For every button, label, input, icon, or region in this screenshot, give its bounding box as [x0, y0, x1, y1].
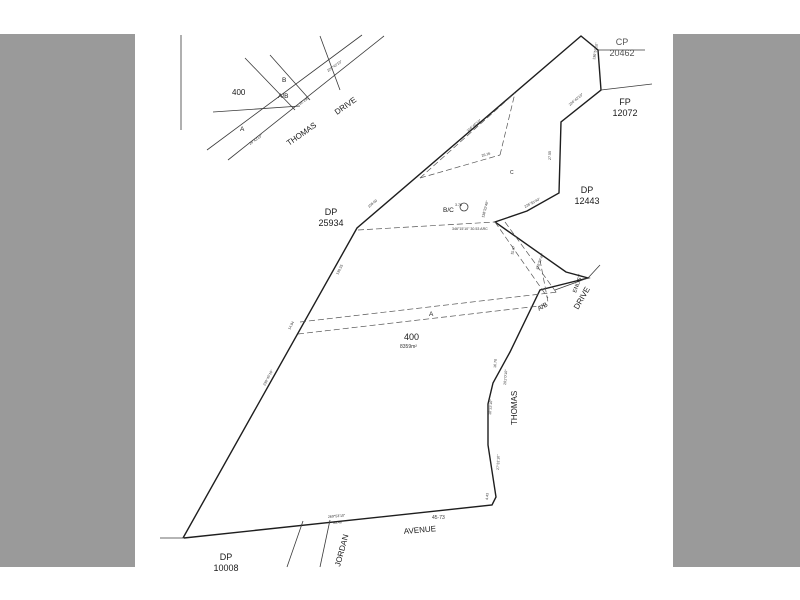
parcel-cp20462-number: 20462 — [609, 48, 634, 58]
parcel-fp12072-number: 12072 — [612, 108, 637, 118]
parcel-dp25934: DP 25934 — [318, 207, 343, 228]
bearing-e-2: 226°53'40" — [524, 197, 542, 209]
survey-mark-circle — [459, 202, 469, 212]
upper-lot-number: 400 — [232, 88, 246, 97]
parcel-dp12443-number: 12443 — [574, 196, 599, 206]
easement-ab-diag-2 — [504, 221, 557, 293]
bearing-thomas-3: 18°22'10" — [488, 399, 493, 415]
jordan-road-edge-1 — [286, 520, 304, 568]
top-margin — [0, 0, 800, 34]
easement-c-label: C — [510, 170, 514, 176]
bearing-thomas-4: 27°31'10" — [496, 454, 501, 470]
upper-easement-b: B — [282, 77, 286, 84]
easement-a-label: A — [429, 311, 434, 318]
right-gray-panel — [673, 34, 800, 567]
bearing-avenue-1: 269°53'10" — [328, 513, 346, 519]
bearing-west-3: 14.94 — [287, 321, 295, 331]
parcel-dp10008-prefix: DP — [220, 552, 233, 562]
road-jordan-label: JORDAN — [333, 533, 350, 567]
inset-easement-line-2 — [269, 54, 311, 101]
bearing-thomas-1: 16.78 — [493, 359, 498, 368]
jordan-road-edge-2 — [319, 519, 331, 568]
bearing-bc-1: 346°15'10" 30.53 ARC — [452, 227, 488, 231]
parcel-dp10008: DP 10008 — [213, 552, 238, 573]
bearing-north-1: 316°45'10" — [466, 118, 482, 133]
easement-c-right — [499, 92, 516, 156]
bearing-c-1: 26.16 — [481, 151, 491, 158]
parcel-fp12072: FP 12072 — [612, 97, 637, 118]
road-avenue-label: AVENUE — [403, 524, 436, 536]
bearing-bc-2: 138°32'40" — [481, 200, 490, 219]
main-lot-number: 400 — [404, 332, 419, 342]
parcel-fp12072-prefix: FP — [619, 97, 631, 107]
easement-a-bottom — [297, 304, 549, 335]
bearing-thomas-2: 201°0'10" — [503, 369, 508, 385]
bearing-north-2: 158.00 — [367, 199, 378, 209]
inset-side-line — [319, 35, 341, 91]
parcel-dp25934-prefix: DP — [325, 207, 338, 217]
easement-c-left — [419, 92, 516, 179]
easement-ab-label: A/B — [537, 301, 550, 312]
parcel-cp20462-prefix: CP — [616, 37, 629, 47]
upper-road-thomas: THOMAS — [285, 121, 318, 148]
easement-lines — [297, 92, 559, 335]
easement-ab-short — [539, 259, 549, 303]
bearing-avenue-2: 55.46 — [333, 520, 342, 525]
easement-bc-line — [357, 221, 496, 231]
survey-plan-sheet: 400 B A/B A THOMAS DRIVE 26°43'10" 12.19… — [135, 34, 673, 573]
easement-bc-label: B/C — [443, 207, 454, 214]
parcel-dp10008-number: 10008 — [213, 563, 238, 573]
inset-easement-line-1 — [244, 57, 296, 111]
parcel-dp25934-number: 25934 — [318, 218, 343, 228]
easement-a-top — [299, 291, 559, 323]
survey-plan-drawing: 400 B A/B A THOMAS DRIVE 26°43'10" 12.19… — [160, 34, 653, 573]
bearing-ab-2: 316°57'40" — [535, 252, 545, 270]
easement-ab-diag-1 — [494, 221, 549, 299]
parcel-cp20462: CP 20462 — [609, 37, 634, 58]
inset-bearing-1: 26°43'10" — [248, 133, 263, 146]
inset-easement-line-3 — [212, 105, 301, 113]
bearing-annotations: 236°45'10" 136.35 14.94 316°45'10" 158.0… — [262, 42, 599, 525]
bottom-margin — [0, 567, 800, 600]
bearing-ab-1: 15.67 — [510, 246, 516, 256]
upper-road-drive: DRIVE — [333, 95, 358, 116]
inset-bearing-2: 12.195 — [298, 96, 309, 106]
bearing-bc-3: 3.76 — [455, 203, 462, 207]
easement-c-mid — [419, 154, 501, 179]
parcel-dp12443: DP 12443 — [574, 185, 599, 206]
upper-easement-a: A — [240, 126, 245, 133]
main-lot-area: 8359m² — [400, 344, 417, 350]
inset-road-edge-1 — [206, 34, 363, 151]
road-thomas-label: THOMAS — [510, 391, 519, 425]
upper-inset: 400 B A/B A THOMAS DRIVE 26°43'10" 12.19… — [180, 34, 385, 161]
drive-truncation-line — [554, 277, 589, 291]
bearing-e-1: 27.55 — [548, 151, 552, 160]
bearing-ne-1: 136°57'10" — [592, 42, 599, 61]
upper-easement-ab: A/B — [278, 93, 288, 100]
left-gray-panel — [0, 34, 135, 567]
bearing-west-2: 136.35 — [335, 264, 344, 276]
main-lot-boundary — [182, 35, 602, 539]
dp12443-parcel-line — [587, 264, 601, 279]
avenue-dimension: 45·73 — [432, 515, 445, 521]
fp-parcel-line — [600, 83, 653, 91]
bearing-thomas-5: 4.43 — [485, 493, 490, 500]
inset-road-edge-2 — [227, 35, 385, 161]
parcel-dp12443-prefix: DP — [581, 185, 594, 195]
